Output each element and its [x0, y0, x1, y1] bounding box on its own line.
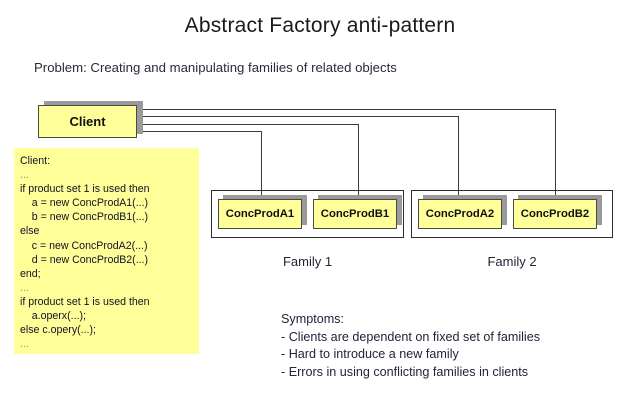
code-line: ...: [20, 338, 29, 351]
concproda2-label: ConcProdA2: [425, 208, 495, 220]
code-line: d = new ConcProdB2(...): [20, 253, 149, 266]
code-line: Client:: [20, 155, 51, 167]
concprodb2-box[interactable]: ConcProdB2: [513, 199, 597, 229]
connector-client-to-concproda1-horizontal: [137, 131, 262, 132]
symptom-item: - Errors in using conflicting families i…: [281, 364, 529, 379]
code-line: end;: [20, 267, 41, 280]
concprodb1-label: ConcProdB1: [320, 208, 390, 220]
code-line: ...: [20, 281, 29, 294]
code-line: b = new ConcProdB1(...): [20, 211, 149, 224]
connector-client-to-concprodb2-vertical: [555, 109, 556, 199]
concprodb2-label: ConcProdB2: [520, 208, 590, 220]
symptom-item: - Hard to introduce a new family: [281, 347, 459, 362]
concproda2-box[interactable]: ConcProdA2: [418, 199, 502, 229]
code-line: a.operx(...);: [20, 310, 86, 323]
code-line: if product set 1 is used then: [20, 183, 150, 196]
problem-statement: Problem: Creating and manipulating famil…: [34, 60, 397, 75]
client-box-label: Client: [69, 114, 106, 129]
client-pseudocode-block: Client: ... if product set 1 is used the…: [14, 148, 199, 354]
connector-client-to-concprodb1-horizontal: [137, 124, 359, 125]
connector-client-to-concprodb1-vertical: [358, 124, 359, 199]
code-line: else: [20, 225, 40, 238]
symptom-item: - Clients are dependent on fixed set of …: [281, 329, 541, 344]
code-line: if product set 1 is used then: [20, 295, 150, 308]
concprodb1-box[interactable]: ConcProdB1: [313, 199, 397, 229]
family-1-label: Family 1: [282, 254, 333, 269]
family-2-container: [411, 190, 613, 238]
connector-client-to-concprodb2-horizontal: [137, 109, 556, 110]
code-line: a = new ConcProdA1(...): [20, 197, 149, 210]
family-2-label: Family 2: [487, 254, 537, 269]
connector-client-to-concproda1-vertical: [261, 131, 262, 199]
concproda1-box[interactable]: ConcProdA1: [218, 199, 302, 229]
family-1-container: [211, 190, 404, 238]
page-title: Abstract Factory anti-pattern: [184, 14, 456, 37]
symptoms-heading: Symptoms:: [281, 312, 344, 326]
code-line: c = new ConcProdA2(...): [20, 239, 148, 252]
code-line: ...: [20, 169, 29, 182]
code-line: else c.opery(...);: [20, 324, 96, 337]
symptoms-section: Symptoms: - Clients are dependent on fix…: [281, 311, 540, 381]
concproda1-label: ConcProdA1: [225, 208, 295, 220]
connector-client-to-concproda2-horizontal: [137, 116, 459, 117]
client-box[interactable]: Client: [38, 105, 137, 138]
connector-client-to-concproda2-vertical: [458, 116, 459, 199]
